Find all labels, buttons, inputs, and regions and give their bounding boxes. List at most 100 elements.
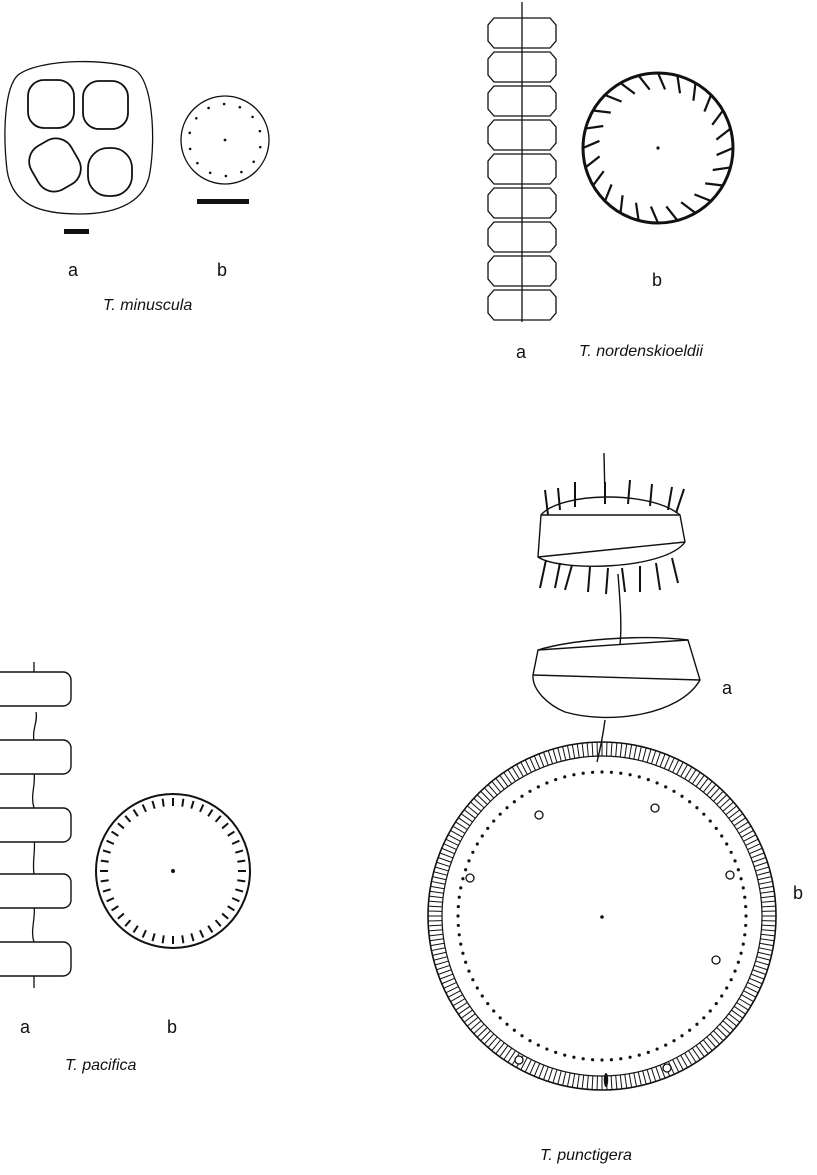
strutted-process	[663, 1064, 671, 1072]
strutted-process	[726, 871, 734, 879]
minuscula-cell	[83, 81, 128, 129]
punctigera-girdle-views	[533, 453, 700, 762]
marginal-dot	[520, 1034, 523, 1037]
minuscula-colony	[5, 62, 153, 214]
punctigera-spine	[672, 558, 678, 583]
marginal-hatch	[625, 1074, 627, 1088]
marginal-hatch	[582, 1075, 584, 1089]
marginal-dot	[688, 800, 691, 803]
marginal-dot	[492, 819, 495, 822]
marginal-spine	[717, 148, 733, 155]
marginal-hatch	[749, 978, 762, 983]
marginal-hatch	[744, 835, 756, 842]
minuscula-scale-bar-a	[64, 229, 89, 234]
marginal-hatch	[530, 758, 536, 771]
marginal-hatch	[431, 881, 445, 884]
marginal-process	[152, 801, 154, 809]
marginal-process	[188, 132, 191, 135]
marginal-hatch	[741, 995, 753, 1002]
minuscula-cell	[28, 80, 74, 128]
marginal-dot	[486, 1002, 489, 1005]
punctigera-spine	[565, 565, 572, 590]
marginal-process	[118, 823, 124, 828]
marginal-hatch	[582, 743, 584, 757]
marginal-process	[125, 816, 130, 822]
marginal-hatch	[760, 939, 774, 941]
marginal-process	[216, 816, 221, 822]
marginal-process	[101, 880, 109, 881]
marginal-dot	[744, 914, 747, 917]
marginal-dot	[554, 778, 557, 781]
marginal-process	[107, 898, 114, 901]
marginal-hatch	[429, 896, 443, 898]
punctigera-label-b: b	[793, 883, 803, 904]
punctigera-spine	[540, 560, 546, 588]
marginal-spine	[658, 73, 665, 89]
marginal-hatch	[656, 1067, 661, 1080]
marginal-dot	[554, 1051, 557, 1054]
marginal-spine	[593, 111, 611, 113]
marginal-process	[134, 810, 138, 817]
marginal-spine	[651, 207, 658, 223]
marginal-hatch	[429, 930, 443, 931]
labiate-process	[604, 1073, 608, 1087]
marginal-dot	[744, 924, 747, 927]
marginal-dot	[459, 942, 462, 945]
marginal-hatch	[756, 961, 769, 965]
marginal-hatch	[760, 943, 774, 945]
chain-cell	[0, 740, 71, 774]
marginal-dot	[513, 1029, 516, 1032]
marginal-dot	[505, 1023, 508, 1026]
marginal-hatch	[757, 872, 771, 876]
marginal-hatch	[762, 925, 776, 926]
marginal-hatch	[438, 970, 451, 975]
marginal-process	[222, 823, 228, 828]
marginal-hatch	[435, 867, 448, 871]
marginal-dot	[492, 1009, 495, 1012]
marginal-dot	[610, 771, 613, 774]
marginal-hatch	[525, 760, 531, 773]
minuscula-label-b: b	[217, 260, 227, 281]
marginal-process	[200, 805, 203, 812]
marginal-process	[228, 832, 235, 836]
marginal-process	[182, 799, 183, 807]
marginal-dot	[572, 1056, 575, 1059]
punctigera-spine	[588, 567, 590, 592]
marginal-dot	[476, 842, 479, 845]
marginal-hatch	[563, 1072, 566, 1086]
marginal-dot	[733, 970, 736, 973]
marginal-hatch	[516, 764, 523, 776]
marginal-dot	[464, 868, 467, 871]
strutted-process	[515, 1056, 523, 1064]
marginal-hatch	[539, 1065, 544, 1078]
marginal-dot	[695, 1023, 698, 1026]
marginal-hatch	[754, 965, 767, 969]
minuscula-mucilage-outline	[5, 62, 153, 214]
marginal-hatch	[548, 1068, 552, 1081]
marginal-hatch	[625, 744, 627, 758]
strutted-process	[535, 811, 543, 819]
marginal-dot	[647, 1051, 650, 1054]
marginal-process	[191, 801, 193, 809]
punctigera-spine	[676, 489, 684, 513]
marginal-hatch	[544, 752, 549, 765]
marginal-hatch	[435, 961, 448, 965]
marginal-spine	[677, 76, 680, 94]
marginal-hatch	[746, 987, 759, 993]
marginal-hatch	[748, 844, 761, 850]
marginal-process	[143, 805, 146, 812]
marginal-hatch	[753, 858, 766, 863]
marginal-dot	[572, 773, 575, 776]
marginal-dot	[467, 970, 470, 973]
marginal-hatch	[433, 952, 447, 955]
marginal-process	[216, 920, 221, 926]
marginal-dot	[471, 978, 474, 981]
marginal-hatch	[616, 1075, 617, 1089]
marginal-spine	[586, 156, 600, 167]
marginal-dot	[513, 800, 516, 803]
marginal-process	[252, 160, 255, 163]
marginal-hatch	[428, 906, 442, 907]
pacifica-chain	[0, 662, 71, 988]
punctigera-spine	[558, 488, 560, 510]
